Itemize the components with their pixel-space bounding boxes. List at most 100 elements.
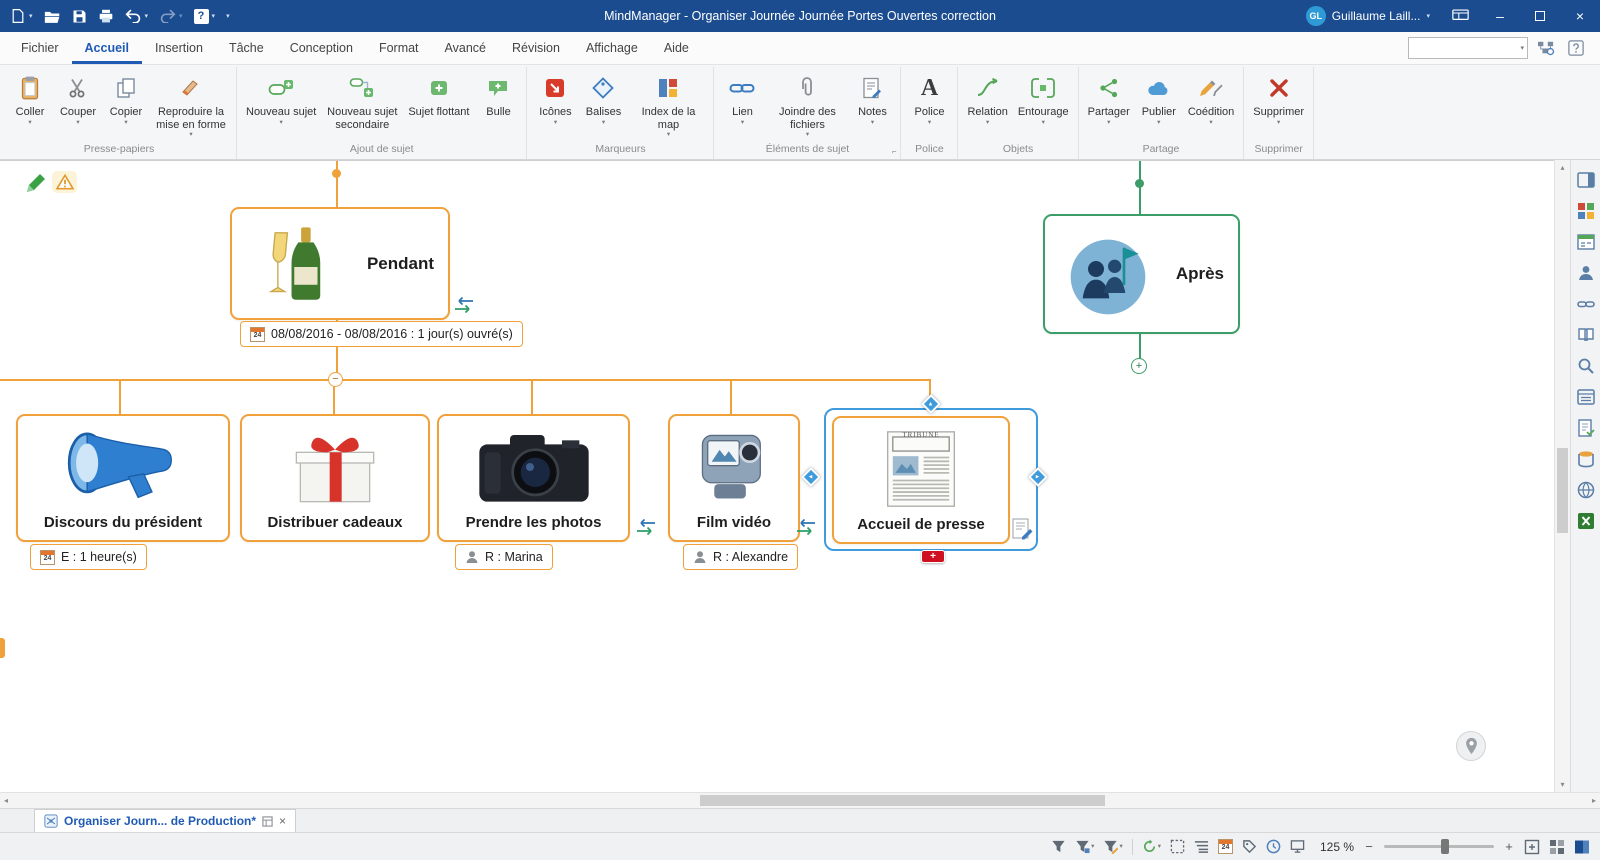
duration-badge[interactable]: 24 E : 1 heure(s) [30, 544, 147, 570]
maximize-button[interactable] [1520, 0, 1560, 32]
resource-badge-marina[interactable]: R : Marina [455, 544, 553, 570]
publish-button[interactable]: Publier ▾ [1136, 70, 1182, 142]
zoom-out-button[interactable]: − [1363, 839, 1375, 854]
refresh-button[interactable]: ▾ [1142, 839, 1161, 854]
tag-status-button[interactable] [1242, 839, 1257, 854]
map-link-icon[interactable] [794, 517, 818, 540]
cut-button[interactable]: Couper ▾ [55, 70, 101, 142]
calendar-status-button[interactable]: 24 [1218, 839, 1233, 854]
show-panel-button[interactable] [1574, 839, 1590, 855]
tab-revision[interactable]: Révision [499, 32, 573, 64]
topic-discours[interactable]: Discours du président [16, 414, 230, 542]
panel-layout-icon[interactable] [1576, 170, 1596, 190]
tags-button[interactable]: Balises ▾ [580, 70, 626, 142]
resources-icon[interactable] [1576, 263, 1596, 283]
horizontal-scroll-thumb[interactable] [700, 795, 1105, 806]
document-tab[interactable]: Organiser Journ... de Production* × [34, 809, 296, 832]
open-button[interactable] [44, 9, 61, 24]
web-icon[interactable] [1576, 480, 1596, 500]
excel-icon[interactable] [1576, 511, 1596, 531]
close-button[interactable]: × [1560, 0, 1600, 32]
scroll-left-arrow[interactable]: ◂ [4, 796, 8, 805]
date-badge[interactable]: 24 08/08/2016 - 08/08/2016 : 1 jour(s) o… [240, 321, 523, 347]
topic-apres[interactable]: Après [1043, 214, 1240, 334]
account-menu[interactable]: GL Guillaume Laill... ▾ [1296, 0, 1440, 32]
close-tab-icon[interactable]: × [279, 814, 286, 828]
map-link-icon[interactable] [634, 517, 658, 540]
tab-insertion[interactable]: Insertion [142, 32, 216, 64]
tab-format[interactable]: Format [366, 32, 432, 64]
notes-page-icon[interactable] [1012, 518, 1033, 541]
select-region-button[interactable] [1170, 839, 1185, 854]
vertical-scrollbar[interactable]: ▴ ▾ [1554, 160, 1570, 792]
scroll-down-arrow[interactable]: ▾ [1560, 780, 1564, 789]
filter-edit-button[interactable]: ▾ [1103, 839, 1122, 854]
floating-topic-button[interactable]: Sujet flottant [404, 70, 473, 142]
link-button[interactable]: Lien ▾ [719, 70, 765, 142]
resource-badge-alexandre[interactable]: R : Alexandre [683, 544, 798, 570]
view-switch-button[interactable] [1440, 0, 1480, 32]
icons-button[interactable]: Icônes ▾ [532, 70, 578, 142]
topic-pendant[interactable]: Pendant [230, 207, 450, 320]
save-button[interactable] [72, 9, 87, 24]
tab-fichier[interactable]: Fichier [8, 32, 72, 64]
paste-button[interactable]: Coller ▾ [7, 70, 53, 142]
zoom-slider-thumb[interactable] [1441, 839, 1449, 854]
relationship-button[interactable]: Relation ▾ [963, 70, 1011, 142]
filter-button[interactable] [1051, 839, 1066, 854]
location-pin-button[interactable] [1456, 731, 1486, 761]
topic-accueil-presse[interactable]: TRIBUNE Accueil de presse [832, 416, 1010, 544]
boundary-button[interactable]: Entourage ▾ [1014, 70, 1073, 142]
redo-button[interactable]: ▾ [159, 9, 183, 23]
help-button[interactable]: ? ▾ [194, 9, 216, 24]
zoom-in-button[interactable]: + [1503, 839, 1515, 854]
horizontal-scrollbar[interactable]: ◂ ▸ [0, 792, 1600, 808]
index-panel-icon[interactable] [1576, 387, 1596, 407]
notes-button[interactable]: Notes ▾ [849, 70, 895, 142]
map-index-button[interactable] [1534, 37, 1558, 59]
presentation-button[interactable] [1290, 839, 1305, 854]
map-index-button-ribbon[interactable]: Index de la map ▾ [628, 70, 708, 142]
new-subtopic-button[interactable]: Nouveau sujet secondaire [322, 70, 402, 142]
tab-aide[interactable]: Aide [651, 32, 702, 64]
map-canvas[interactable]: − + Pendant [0, 160, 1554, 792]
tab-accueil[interactable]: Accueil [72, 32, 142, 64]
collapse-button[interactable]: − [328, 372, 343, 387]
insert-left-handle[interactable]: ◂ [801, 467, 821, 487]
print-button[interactable] [98, 9, 114, 24]
clock-status-button[interactable] [1266, 839, 1281, 854]
font-button[interactable]: A Police ▾ [906, 70, 952, 142]
undo-button[interactable]: ▾ [125, 9, 149, 23]
outline-view-button[interactable] [1194, 839, 1209, 854]
view-grid-button[interactable] [1549, 839, 1565, 855]
attach-files-button[interactable]: Joindre des fichiers ▾ [767, 70, 847, 142]
copy-button[interactable]: Copier ▾ [103, 70, 149, 142]
warning-icon[interactable] [52, 171, 77, 193]
database-icon[interactable] [1576, 449, 1596, 469]
library-icon[interactable] [1576, 325, 1596, 345]
coediting-button[interactable]: Coédition ▾ [1184, 70, 1238, 142]
tab-conception[interactable]: Conception [277, 32, 366, 64]
format-painter-button[interactable]: Reproduire la mise en forme ▾ [151, 70, 231, 142]
minimize-button[interactable]: – [1480, 0, 1520, 32]
tab-avance[interactable]: Avancé [432, 32, 499, 64]
new-topic-button[interactable]: Nouveau sujet ▾ [242, 70, 320, 142]
search-icon[interactable] [1576, 356, 1596, 376]
topic-photos[interactable]: Prendre les photos [437, 414, 630, 542]
topic-cadeaux[interactable]: Distribuer cadeaux [240, 414, 430, 542]
topic-video[interactable]: Film vidéo [668, 414, 800, 542]
tab-tache[interactable]: Tâche [216, 32, 277, 64]
task-info-icon[interactable] [1576, 418, 1596, 438]
schedule-icon[interactable] [1576, 232, 1596, 252]
scroll-right-arrow[interactable]: ▸ [1592, 796, 1596, 805]
tab-affichage[interactable]: Affichage [573, 32, 651, 64]
customize-toolbar-button[interactable]: ▾ [226, 13, 230, 20]
zoom-slider[interactable] [1384, 845, 1494, 848]
add-subtopic-button[interactable]: + [921, 550, 945, 563]
hyperlinks-icon[interactable] [1576, 294, 1596, 314]
callout-button[interactable]: Bulle [475, 70, 521, 142]
help-panel-button[interactable] [1564, 37, 1588, 59]
vertical-scroll-thumb[interactable] [1557, 448, 1568, 533]
dialog-launcher-icon[interactable]: ⌐ [892, 147, 897, 156]
search-input[interactable] [1409, 38, 1520, 58]
